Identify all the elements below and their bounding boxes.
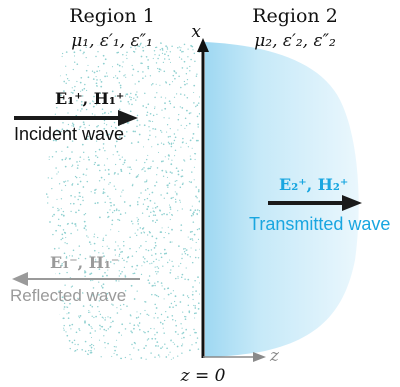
incident-fields: E₁⁺, H₁⁺ bbox=[55, 89, 124, 108]
transmitted-fields: E₂⁺, H₂⁺ bbox=[279, 175, 348, 194]
region1-params: μ₁, ε′₁, ε″₁ bbox=[71, 31, 153, 51]
region2-medium bbox=[205, 42, 359, 357]
region2-params: μ₂, ε′₂, ε″₂ bbox=[254, 31, 336, 51]
incident-arrowhead bbox=[118, 110, 138, 126]
boundary-label: z = 0 bbox=[180, 366, 226, 386]
region1-title: Region 1 bbox=[69, 5, 155, 27]
incident-label: Incident wave bbox=[14, 124, 124, 144]
x-axis-arrowhead bbox=[197, 38, 209, 52]
transmitted-arrowhead bbox=[342, 195, 362, 211]
region2-title: Region 2 bbox=[252, 5, 338, 27]
transmitted-label: Transmitted wave bbox=[249, 214, 390, 234]
z-axis-arrowhead bbox=[253, 352, 266, 362]
z-axis-label: z bbox=[269, 346, 280, 366]
reflected-label: Reflected wave bbox=[10, 286, 126, 305]
x-axis-label: x bbox=[191, 22, 201, 42]
reflected-arrowhead bbox=[12, 272, 28, 286]
reflected-fields: E₁⁻, H₁⁻ bbox=[50, 253, 119, 272]
